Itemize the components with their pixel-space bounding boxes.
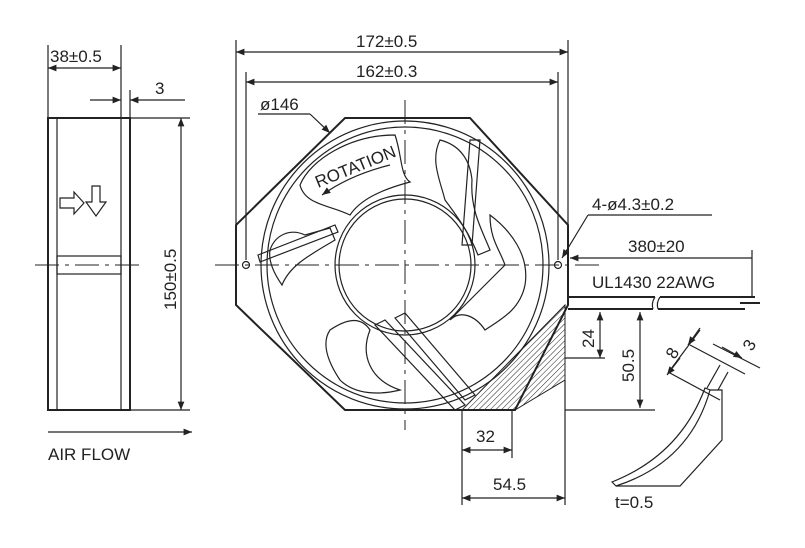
dim-8: 8 xyxy=(662,344,683,362)
hole-spacing-dim: 162±0.3 xyxy=(356,62,417,81)
hatched-bracket xyxy=(460,303,566,411)
dim-50-5: 50.5 xyxy=(619,349,638,382)
mount-holes-dim: 4-ø4.3±0.2 xyxy=(592,195,674,214)
dim-32: 32 xyxy=(476,427,495,446)
thickness-label: t=0.5 xyxy=(615,493,653,512)
wire-lead: 380±20 UL1430 22AWG xyxy=(568,237,760,310)
bracket-detail: 8 3 t=0.5 xyxy=(610,327,761,512)
dim-24: 24 xyxy=(579,329,598,348)
airflow-label: AIR FLOW xyxy=(48,445,130,464)
fan-blades xyxy=(269,134,527,394)
rotation-label: ROTATION xyxy=(312,142,398,192)
height-dim: 150±0.5 xyxy=(161,249,180,310)
bracket-dimensions: 24 50.5 32 54.5 xyxy=(461,312,655,505)
airflow-arrows-icon xyxy=(59,185,108,218)
dim-54-5: 54.5 xyxy=(493,475,526,494)
flange-dim: 3 xyxy=(155,79,164,98)
overall-width-dim: 172±0.5 xyxy=(356,32,417,51)
diameter-dim: ø146 xyxy=(260,95,299,114)
wire-spec: UL1430 22AWG xyxy=(592,273,715,292)
wire-length-dim: 380±20 xyxy=(628,237,685,256)
depth-dim: 38±0.5 xyxy=(50,47,102,66)
dim-3: 3 xyxy=(739,336,760,354)
front-view: 172±0.5 162±0.3 ø146 ROTATION 4-ø4.3±0.2 xyxy=(215,32,712,430)
side-view: 38±0.5 3 150±0.5 AIR FLOW xyxy=(35,45,192,464)
